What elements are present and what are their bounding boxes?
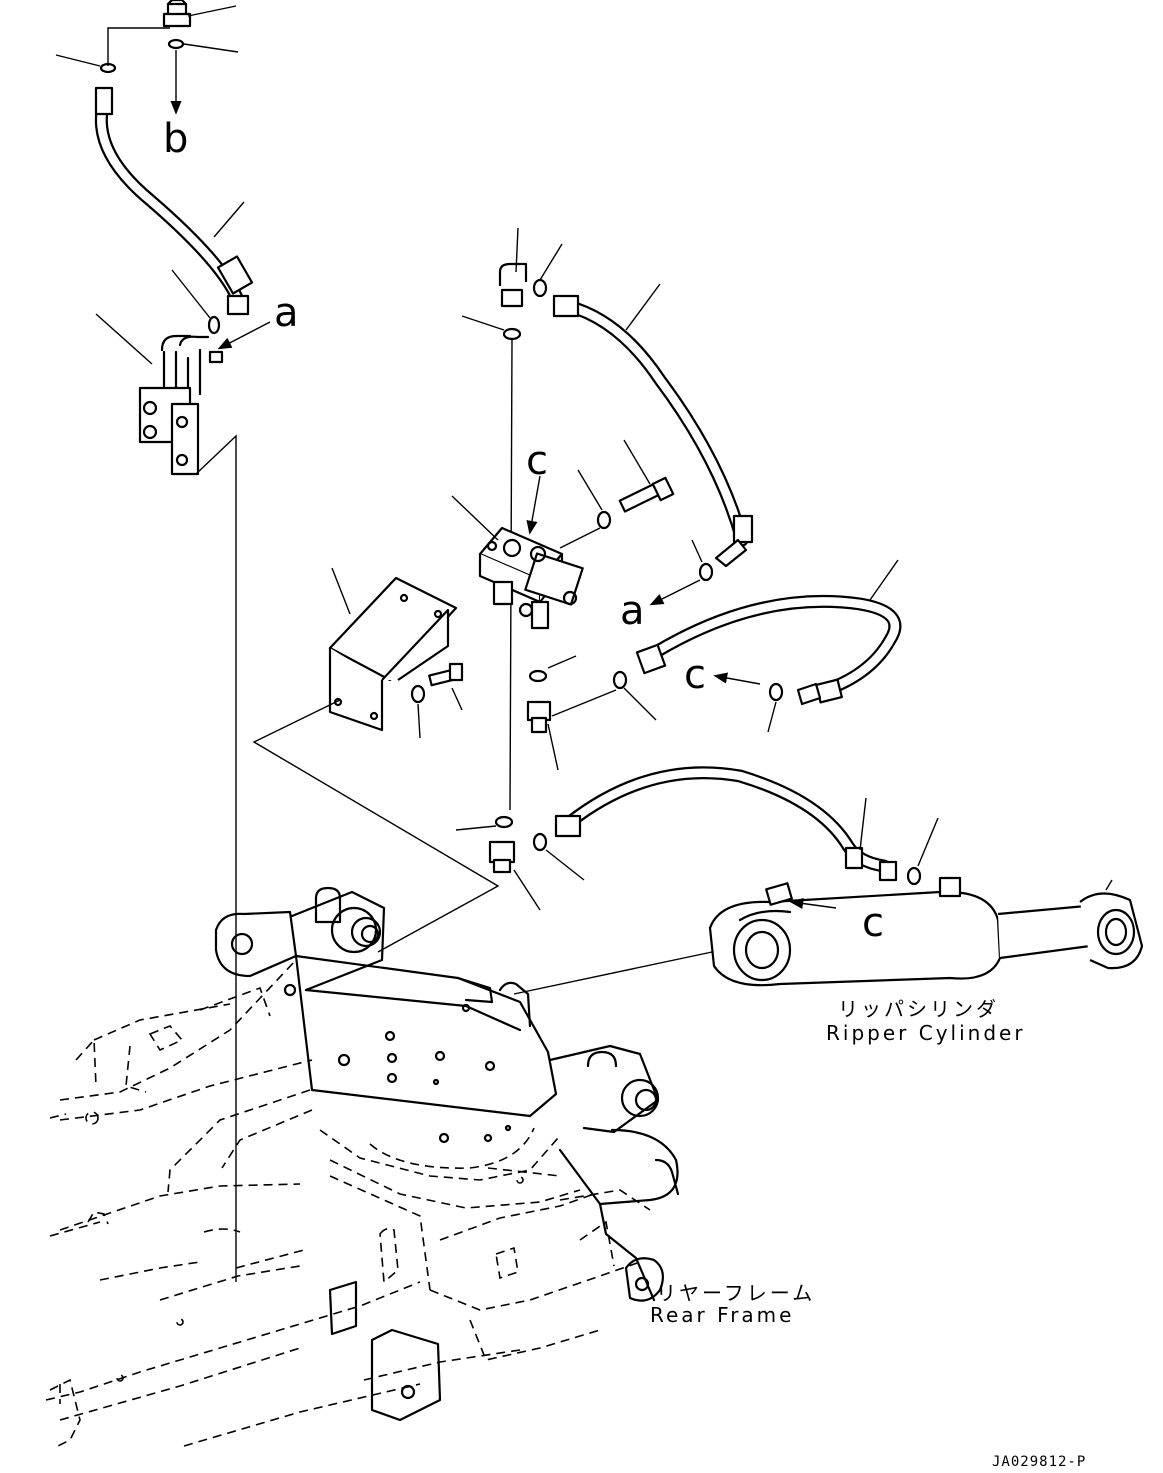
o-ring-r2 bbox=[768, 682, 784, 702]
hydraulic-hose-2 bbox=[552, 294, 754, 568]
bolt-2 bbox=[428, 662, 464, 687]
o-ring-c2 bbox=[502, 327, 522, 341]
top-left-assembly: b a bbox=[55, 0, 299, 1282]
callout-a-1: a bbox=[274, 290, 299, 336]
hydraulic-hose-4 bbox=[554, 766, 898, 882]
washer-1 bbox=[596, 510, 612, 530]
connector-fitting-2 bbox=[488, 840, 541, 911]
rear-frame-label-en: Rear Frame bbox=[650, 1303, 794, 1327]
o-ring-c3 bbox=[528, 669, 548, 683]
o-ring-r1 bbox=[698, 562, 714, 582]
hydraulic-hose-1 bbox=[94, 86, 254, 316]
ripper-cylinder-label-en: Ripper Cylinder bbox=[826, 1021, 1026, 1045]
rear-frame-label-jp: リヤーフレーム bbox=[656, 1281, 815, 1305]
connector-fitting-1 bbox=[526, 700, 559, 771]
ripper-cylinder-label-jp: リッパシリンダ bbox=[838, 997, 999, 1021]
o-ring-c5 bbox=[494, 815, 514, 829]
rear-frame bbox=[45, 886, 680, 1447]
callout-c-2: c bbox=[684, 652, 706, 698]
callout-c-3: c bbox=[862, 900, 884, 946]
valve-bracket bbox=[328, 576, 458, 732]
o-ring-left bbox=[99, 62, 117, 74]
callout-c-1: c bbox=[526, 438, 548, 484]
elbow-fitting-top bbox=[162, 0, 237, 28]
o-ring-c1 bbox=[532, 278, 548, 298]
o-ring-r3 bbox=[906, 866, 922, 886]
o-ring-c6 bbox=[532, 832, 548, 852]
hydraulic-hose-3 bbox=[635, 594, 902, 706]
drawing-code: JA029812-P bbox=[992, 1454, 1086, 1470]
bolt-1 bbox=[618, 476, 675, 513]
right-hoses: a c bbox=[552, 283, 939, 886]
ripper-control-valve bbox=[478, 526, 584, 630]
o-ring-hose1 bbox=[207, 315, 221, 335]
ripper-cylinder bbox=[708, 876, 1144, 987]
selector-valve-block bbox=[138, 334, 224, 476]
o-ring-top bbox=[167, 38, 185, 50]
washer-2 bbox=[410, 684, 426, 704]
center-assembly: c bbox=[252, 227, 675, 953]
callout-b: b bbox=[163, 116, 188, 162]
elbow-fitting-center bbox=[498, 227, 528, 308]
callout-a-2: a bbox=[620, 588, 645, 634]
o-ring-c4 bbox=[612, 670, 628, 690]
